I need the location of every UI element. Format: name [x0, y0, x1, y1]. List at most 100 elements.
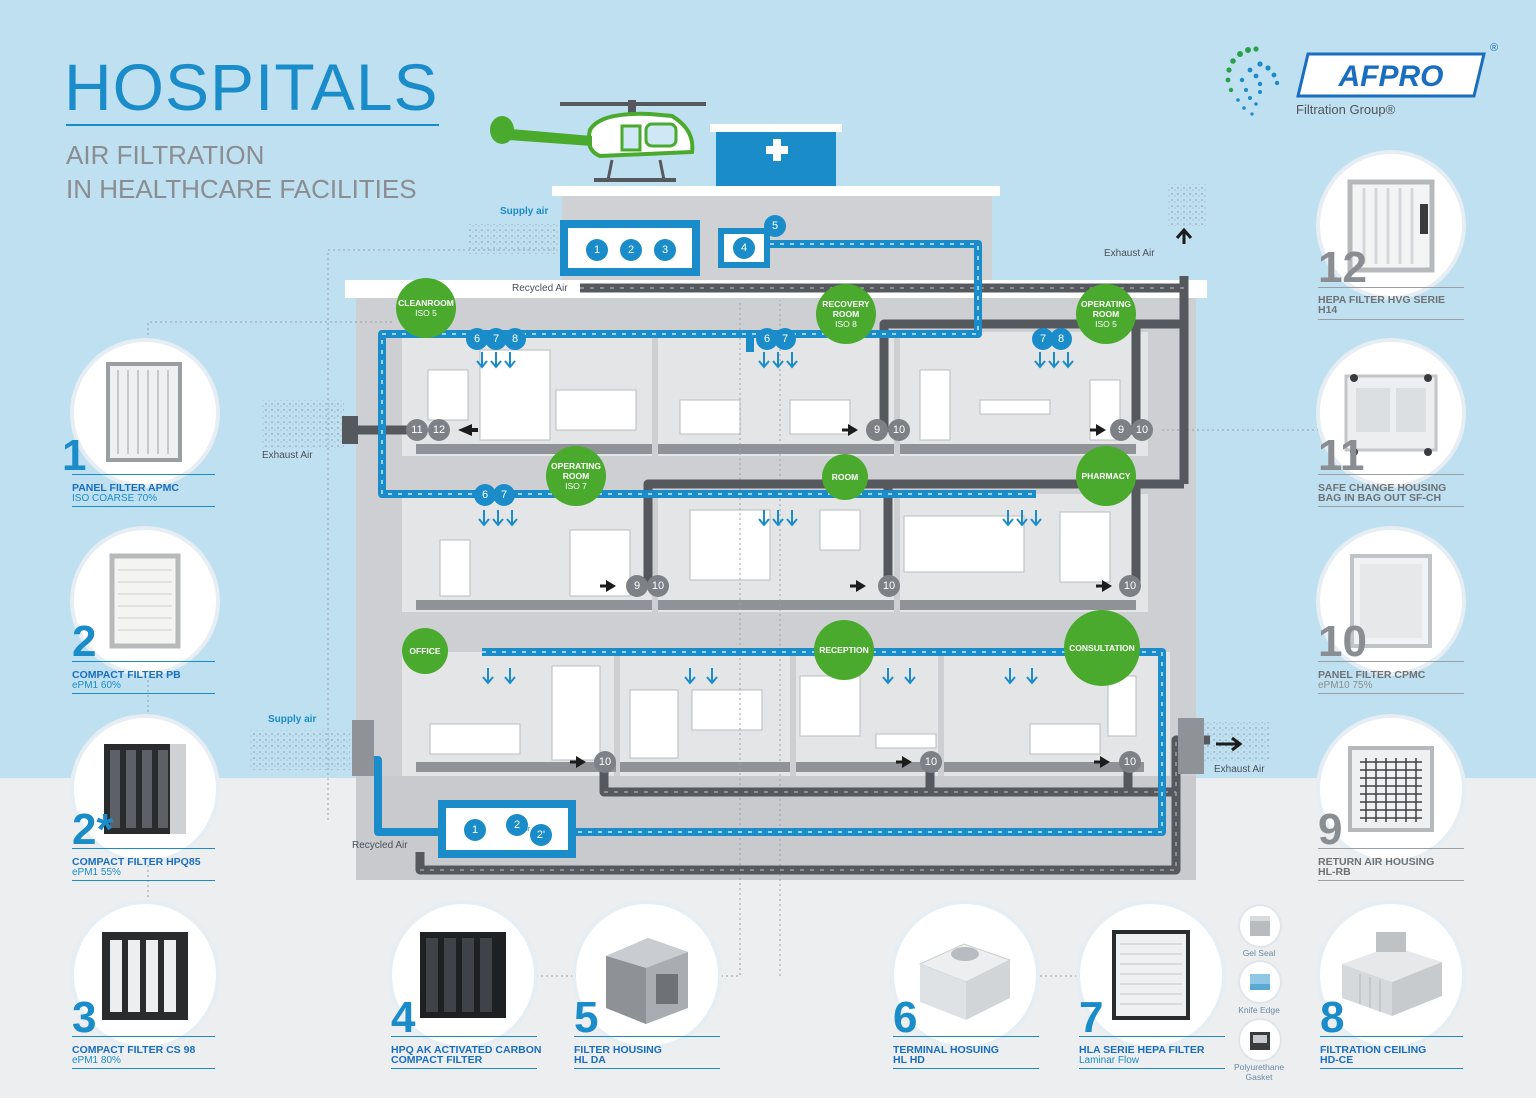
badge-bottom-ahu-2-prime: 2'	[530, 824, 552, 846]
product-divider	[1079, 1068, 1225, 1069]
badge-f1-8: 8	[504, 328, 526, 350]
product-name-4: HPQ AK ACTIVATED CARBON	[391, 1044, 542, 1056]
product-image-7	[1080, 904, 1222, 1046]
product-number-2: 2	[72, 617, 97, 666]
room-sub: ISO 7	[565, 481, 587, 491]
compact-filter-hpq85-icon	[104, 744, 186, 834]
badge-f1-mid-7: 7	[774, 328, 796, 350]
badge-f3-right-10: 10	[1119, 751, 1141, 773]
product-image-12	[1320, 154, 1462, 296]
product-name-11: SAFE CHANGE HOUSING	[1318, 482, 1447, 494]
room-bubble-cleanroom: CLEANROOM ISO 5	[396, 278, 456, 338]
product-name2-6: HL HD	[893, 1054, 925, 1066]
activated-carbon-filter-icon	[420, 932, 506, 1018]
return-air-grille-icon	[1348, 746, 1434, 832]
product-name2-12: H14	[1318, 304, 1338, 316]
badge-f1-right-7: 7	[1032, 328, 1054, 350]
supply-air-label-top: Supply air	[500, 206, 549, 217]
badge-f2-left-10: 10	[647, 575, 669, 597]
product-number-11: 11	[1318, 431, 1365, 480]
badge-f1-right-8: 8	[1050, 328, 1072, 350]
product-image-8	[1320, 904, 1462, 1046]
product-name2-8: HD-CE	[1320, 1054, 1354, 1066]
product-divider	[1318, 880, 1464, 881]
product-divider	[1318, 474, 1464, 475]
badge-top-housing-4: 4	[733, 237, 755, 259]
product-number-7: 7	[1079, 993, 1104, 1042]
product-number-10: 10	[1318, 617, 1367, 666]
room-name: RECOVERY ROOM	[822, 299, 870, 319]
room-bubble-consultation: CONSULTATION	[1064, 610, 1140, 686]
room-name: OPERATING ROOM	[551, 461, 601, 481]
room-name: ROOM	[831, 472, 859, 482]
product-sub-2: ePM1 60%	[72, 680, 121, 691]
safe-change-housing-icon	[1344, 374, 1438, 456]
supply-air-label-left: Supply air	[268, 714, 317, 725]
product-sub-7: Laminar Flow	[1079, 1055, 1140, 1066]
room-bubble-pharmacy: PHARMACY	[1076, 446, 1136, 506]
product-name-6: TERMINAL HOSUING	[893, 1044, 999, 1056]
seal-label-polyurethane: Polyurethane Gasket	[1233, 1062, 1285, 1082]
page-subtitle: AIR FILTRATION IN HEALTHCARE FACILITIES	[66, 138, 417, 206]
badge-f1-6: 6	[466, 328, 488, 350]
product-name2-5: HL DA	[574, 1054, 606, 1066]
room-bubble-operating-iso7: OPERATING ROOM ISO 7	[546, 446, 606, 506]
product-divider	[1318, 287, 1464, 288]
room-bubble-recovery: RECOVERY ROOM ISO 8	[816, 284, 876, 344]
product-divider	[72, 1068, 215, 1069]
product-image-1	[74, 342, 216, 484]
product-divider	[574, 1068, 720, 1069]
exhaust-air-label-right: Exhaust Air	[1214, 764, 1265, 775]
product-number-3: 3	[72, 993, 97, 1042]
room-name: CLEANROOM	[398, 298, 454, 308]
product-number-5: 5	[574, 993, 599, 1042]
badge-f1-right-9: 9	[1110, 419, 1132, 441]
hepa-filter-icon	[1112, 930, 1190, 1020]
room-sub: ISO 8	[835, 319, 857, 329]
product-name-8: FILTRATION CEILING	[1320, 1044, 1427, 1056]
badge-f3-mid-10: 10	[920, 751, 942, 773]
subtitle-line-1: AIR FILTRATION	[66, 140, 265, 170]
gel-seal-icon	[1240, 906, 1280, 946]
badge-f2-6: 6	[474, 484, 496, 506]
helicopter-icon	[490, 100, 706, 182]
product-divider	[1318, 848, 1464, 849]
product-divider	[893, 1036, 1039, 1037]
badge-top-housing-5: 5	[764, 215, 786, 237]
room-name: OPERATING ROOM	[1081, 299, 1131, 319]
hepa-hvg-filter-icon	[1347, 179, 1435, 273]
polyurethane-gasket-icon	[1240, 1020, 1280, 1060]
product-name-1: PANEL FILTER APMC	[72, 482, 179, 494]
product-divider	[1079, 1036, 1225, 1037]
product-divider	[1318, 693, 1464, 694]
product-number-2star: 2*	[72, 805, 114, 854]
product-divider	[72, 880, 215, 881]
bottom-or-label: or	[524, 826, 531, 833]
product-name-3: COMPACT FILTER CS 98	[72, 1044, 196, 1056]
product-name-2: COMPACT FILTER PB	[72, 669, 181, 681]
badge-f1-7: 7	[485, 328, 507, 350]
badge-f1-mid-10: 10	[888, 419, 910, 441]
product-image-6	[894, 904, 1036, 1046]
afpro-swirl-logo-icon	[1225, 46, 1280, 116]
room-name: CONSULTATION	[1069, 643, 1135, 653]
product-number-9: 9	[1318, 805, 1343, 854]
badge-f1-exhaust-11: 11	[406, 419, 428, 441]
room-sub: ISO 5	[1095, 319, 1117, 329]
logo-tagline: Filtration Group®	[1296, 102, 1396, 117]
product-image-2	[74, 530, 216, 672]
product-divider	[72, 474, 215, 475]
product-divider	[1320, 1036, 1463, 1037]
logo-registered: ®	[1490, 42, 1499, 54]
product-image-10	[1320, 530, 1462, 672]
product-divider	[72, 848, 215, 849]
badge-f2-right-10: 10	[1119, 575, 1141, 597]
filtration-ceiling-icon	[1342, 932, 1442, 1016]
compact-filter-cs98-icon	[102, 932, 188, 1020]
product-number-12: 12	[1318, 243, 1367, 292]
room-sub: ISO 5	[415, 308, 437, 318]
product-divider	[893, 1068, 1039, 1069]
product-divider	[72, 506, 215, 507]
product-name2-11: BAG IN BAG OUT SF-CH	[1318, 492, 1442, 504]
